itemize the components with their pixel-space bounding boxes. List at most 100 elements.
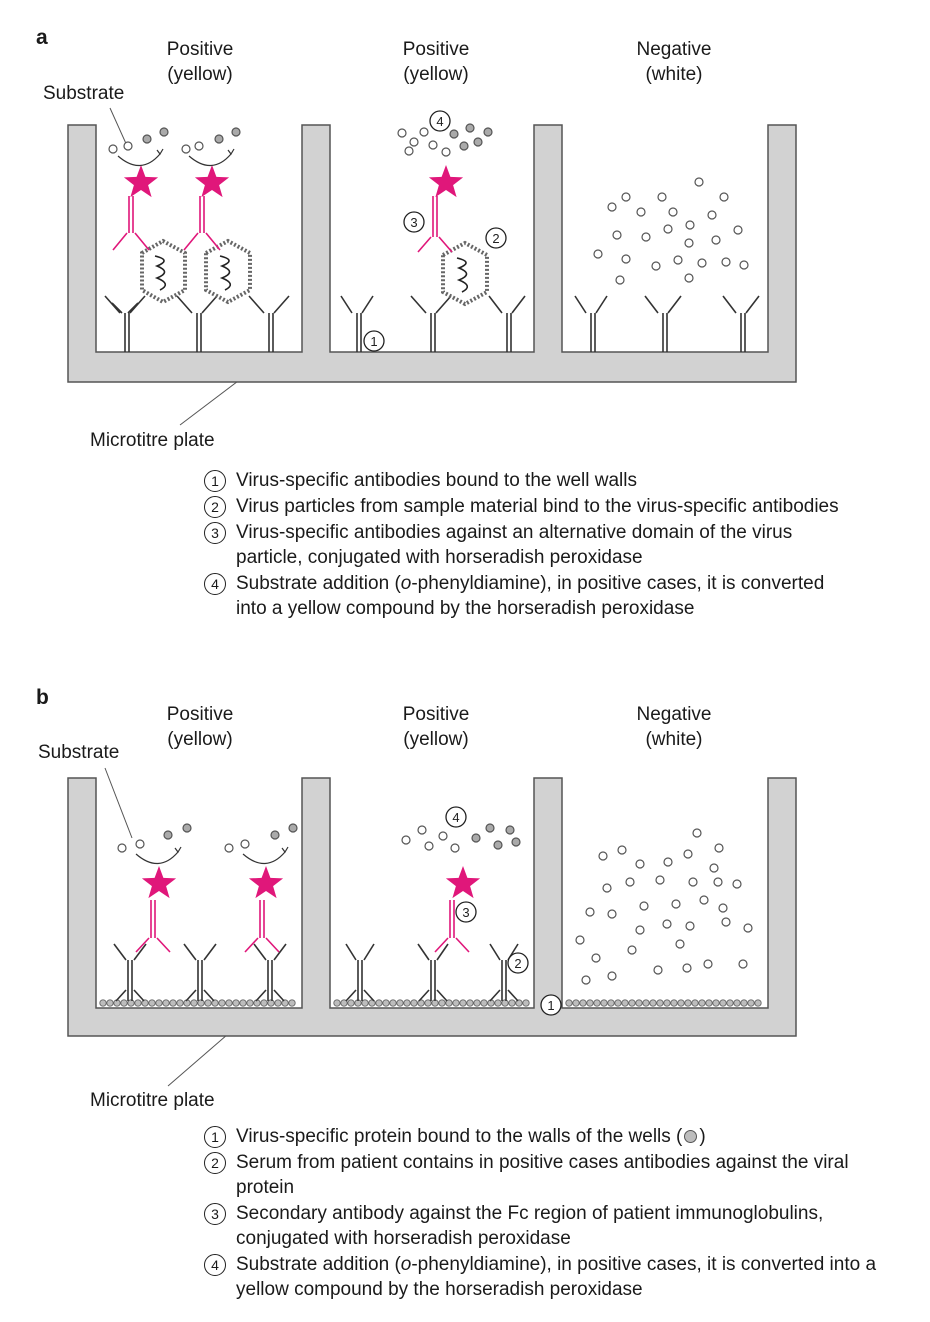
viral-protein-icon	[586, 999, 594, 1007]
substrate-molecule-icon	[117, 823, 753, 985]
marker-3: 3	[403, 211, 425, 233]
viral-protein-icon	[607, 999, 615, 1007]
substrate-molecule-icon	[108, 123, 749, 285]
viral-protein-icon	[719, 999, 727, 1007]
viral-protein-icon	[424, 999, 432, 1007]
viral-protein-icon	[712, 999, 720, 1007]
antibody-icon	[104, 295, 760, 352]
legend-item: 1 Virus-specific protein bound to the wa…	[204, 1124, 894, 1149]
viral-protein-icon	[239, 999, 247, 1007]
viral-protein-icon	[438, 999, 446, 1007]
elisa-diagram-b: 1 2 3 4	[67, 767, 797, 1087]
viral-protein-icon	[522, 999, 530, 1007]
viral-protein-icon	[361, 999, 369, 1007]
viral-protein-icon	[218, 999, 226, 1007]
substrate-label: Substrate	[38, 742, 120, 763]
svg-text:3: 3	[462, 905, 469, 920]
svg-text:3: 3	[410, 215, 417, 230]
microtitre-plate-label: Microtitre plate	[90, 1090, 215, 1111]
antibody-icon	[113, 943, 519, 1002]
viral-protein-icon	[134, 999, 142, 1007]
panel-b-letter: b	[36, 686, 49, 709]
viral-protein-icon	[204, 999, 212, 1007]
viral-protein-icon	[656, 999, 664, 1007]
viral-protein-icon	[389, 999, 397, 1007]
well-3-label: Negative (white)	[636, 39, 712, 85]
viral-protein-icon	[754, 999, 762, 1007]
viral-protein-icon	[267, 999, 275, 1007]
well-3-label: Negative (white)	[636, 704, 712, 750]
legend-item: 3 Virus-specific antibodies against an a…	[204, 520, 844, 570]
svg-text:2: 2	[514, 956, 521, 971]
viral-protein-icon	[459, 999, 467, 1007]
legend-item: 3 Secondary antibody against the Fc regi…	[204, 1201, 894, 1251]
marker-4: 4	[445, 806, 467, 828]
viral-protein-icon	[246, 999, 254, 1007]
microtitre-plate	[67, 777, 797, 1037]
viral-protein-icon	[148, 999, 156, 1007]
well-1-label: Positive (yellow)	[166, 39, 234, 85]
viral-protein-icon	[726, 999, 734, 1007]
viral-protein-icon	[410, 999, 418, 1007]
conjugate-antibody-icon	[135, 900, 470, 953]
viral-protein-icon	[106, 999, 114, 1007]
viral-protein-icon	[593, 999, 601, 1007]
viral-protein-icon	[649, 999, 657, 1007]
microtitre-plate-label: Microtitre plate	[90, 430, 215, 451]
viral-protein-icon	[333, 999, 341, 1007]
viral-protein-icon	[340, 999, 348, 1007]
viral-protein-icon	[705, 999, 713, 1007]
elisa-diagram-a: 1 2 3 4	[67, 107, 797, 426]
viral-protein-icon	[120, 999, 128, 1007]
viral-protein-icon	[288, 999, 296, 1007]
viral-protein-icon	[169, 999, 177, 1007]
legend-item: 4 Substrate addition (o-phenyldiamine), …	[204, 1252, 894, 1302]
well-2-label: Positive (yellow)	[402, 39, 470, 85]
viral-protein-icon	[733, 999, 741, 1007]
viral-protein-icon	[375, 999, 383, 1007]
viral-protein-icon	[684, 1130, 698, 1143]
viral-protein-icon	[225, 999, 233, 1007]
viral-protein-icon	[698, 999, 706, 1007]
svg-text:1: 1	[547, 998, 554, 1013]
panel-b: b Positive (yellow) Positive (yellow) Ne…	[0, 668, 930, 1322]
substrate-label: Substrate	[43, 83, 125, 104]
well-1-label: Positive (yellow)	[166, 704, 234, 750]
enzyme-star-icon	[141, 866, 481, 899]
viral-protein-icon	[445, 999, 453, 1007]
panel-a-letter: a	[36, 26, 48, 49]
svg-text:4: 4	[452, 810, 459, 825]
viral-protein-icon	[677, 999, 685, 1007]
viral-protein-icon	[600, 999, 608, 1007]
viral-protein-icon	[501, 999, 509, 1007]
viral-protein-icon	[466, 999, 474, 1007]
viral-protein-icon	[642, 999, 650, 1007]
viral-protein-icon	[452, 999, 460, 1007]
viral-protein-icon	[635, 999, 643, 1007]
viral-protein-icon	[155, 999, 163, 1007]
marker-1: 1	[540, 994, 562, 1016]
viral-protein-icon	[162, 999, 170, 1007]
viral-protein-icon	[99, 999, 762, 1007]
well-2-label: Positive (yellow)	[402, 704, 470, 750]
viral-protein-icon	[494, 999, 502, 1007]
viral-protein-icon	[621, 999, 629, 1007]
legend-item: 2 Serum from patient contains in positiv…	[204, 1150, 894, 1200]
viral-protein-icon	[403, 999, 411, 1007]
viral-protein-icon	[740, 999, 748, 1007]
viral-protein-icon	[176, 999, 184, 1007]
viral-protein-icon	[232, 999, 240, 1007]
svg-text:1: 1	[370, 334, 377, 349]
viral-protein-icon	[99, 999, 107, 1007]
conjugate-antibody-icon	[112, 196, 453, 253]
viral-protein-icon	[190, 999, 198, 1007]
marker-3: 3	[455, 901, 477, 923]
viral-protein-icon	[747, 999, 755, 1007]
viral-protein-icon	[197, 999, 205, 1007]
legend-item: 4 Substrate addition (o-phenyldiamine), …	[204, 571, 844, 621]
marker-2: 2	[507, 952, 529, 974]
viral-protein-icon	[670, 999, 678, 1007]
legend-b: 1 Virus-specific protein bound to the wa…	[204, 1124, 894, 1303]
legend-item: 1 Virus-specific antibodies bound to the…	[204, 468, 844, 493]
viral-protein-icon	[691, 999, 699, 1007]
